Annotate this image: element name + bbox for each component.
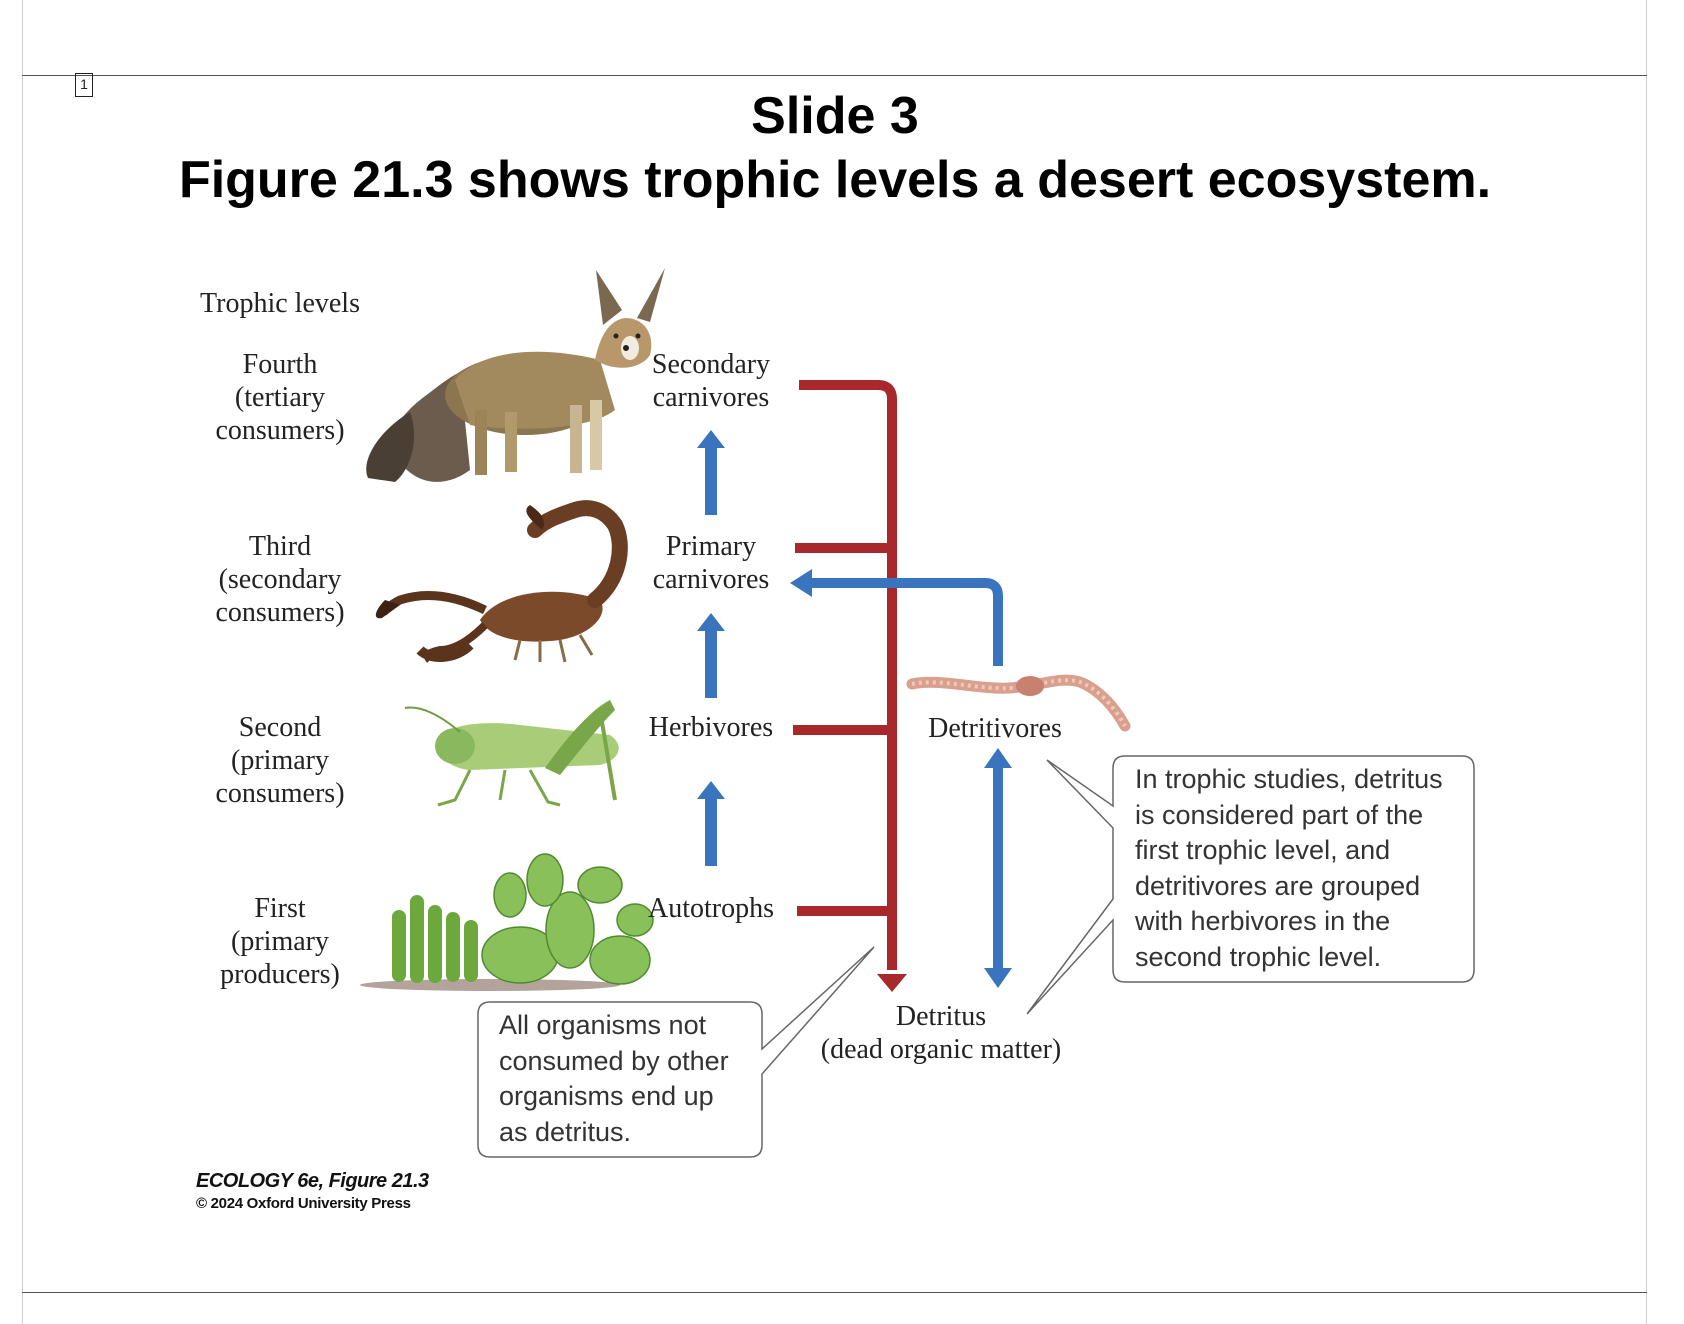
arrowhead xyxy=(984,748,1012,768)
detritivores-label: Detritivores xyxy=(928,713,1062,744)
callout-left-line: organisms end up xyxy=(499,1081,714,1111)
callout-right-text: In trophic studies, detritus is consider… xyxy=(1135,762,1443,975)
level-role-third-2: consumers) xyxy=(215,597,345,628)
level-role-third: (secondary xyxy=(218,564,342,595)
slide-number-box: 1 xyxy=(75,73,93,97)
arrow-detritivores-to-primary-carnivores xyxy=(810,578,1003,666)
group-herbivores: Herbivores xyxy=(648,712,774,743)
page-border-right xyxy=(1646,0,1647,1324)
level-role-fourth-2: consumers) xyxy=(215,415,345,446)
arrowhead xyxy=(697,430,725,448)
callout-right-line: second trophic level. xyxy=(1135,941,1382,972)
footer-rule xyxy=(22,1292,1647,1293)
group-primary-carnivores-2: carnivores xyxy=(652,564,770,595)
scorpion-illustration xyxy=(375,500,628,663)
callout-left-line: as detritus. xyxy=(499,1116,632,1147)
callout-right-line: is considered part of the xyxy=(1135,799,1424,830)
header-rule xyxy=(22,75,1647,76)
callout-right-line: detritivores are grouped xyxy=(1135,870,1421,901)
callout-right-line: with herbivores in the xyxy=(1135,906,1391,936)
callout-right-line: In trophic studies, detritus xyxy=(1135,764,1443,794)
callout-right xyxy=(1026,755,1475,1015)
callout-left-line: consumed by other xyxy=(499,1045,729,1076)
callout-left xyxy=(477,946,875,1158)
level-role-first: (primary xyxy=(231,926,329,957)
level-role-first-2: producers) xyxy=(220,959,340,990)
cactus-illustration xyxy=(360,853,654,991)
grasshopper-illustration xyxy=(404,700,619,807)
credit-title: ECOLOGY 6e, Figure 21.3 xyxy=(196,1170,429,1192)
level-role-fourth: (tertiary xyxy=(234,382,326,413)
level-name-fourth: Fourth xyxy=(242,349,318,380)
arrowhead xyxy=(697,613,725,631)
callout-left-line: All organisms not xyxy=(499,1010,707,1040)
group-primary-carnivores: Primary xyxy=(665,531,757,562)
detritus-label: Detritus xyxy=(895,1001,987,1032)
level-name-first: First xyxy=(254,893,306,924)
figure-caption-title: Figure 21.3 shows trophic levels a deser… xyxy=(178,151,1492,209)
level-role-second-2: consumers) xyxy=(215,778,345,809)
arrowhead xyxy=(790,569,812,597)
fox-illustration xyxy=(366,268,665,482)
trophic-levels-header: Trophic levels xyxy=(200,288,360,319)
credit-copyright: © 2024 Oxford University Press xyxy=(196,1195,411,1212)
detritus-sublabel: (dead organic matter) xyxy=(820,1034,1062,1065)
level-name-third: Third xyxy=(248,531,312,562)
earthworm-illustration xyxy=(906,674,1131,732)
callout-left-text: All organisms not consumed by other orga… xyxy=(499,1008,729,1150)
red-line-secondary-carnivores xyxy=(799,380,897,970)
level-name-second: Second xyxy=(238,712,322,743)
slide-title: Slide 3 xyxy=(751,87,919,145)
callout-right-line: first trophic level, and xyxy=(1135,835,1391,865)
red-arrowhead-detritus xyxy=(877,974,907,992)
level-role-second: (primary xyxy=(231,745,329,776)
group-autotrophs: Autotrophs xyxy=(648,893,774,924)
page-border-left xyxy=(22,0,23,1324)
arrowhead xyxy=(984,968,1012,988)
group-secondary-carnivores-2: carnivores xyxy=(652,382,770,413)
figure-credit: ECOLOGY 6e, Figure 21.3 © 2024 Oxford Un… xyxy=(196,1170,429,1212)
group-secondary-carnivores: Secondary xyxy=(651,349,771,380)
arrowhead xyxy=(697,781,725,799)
